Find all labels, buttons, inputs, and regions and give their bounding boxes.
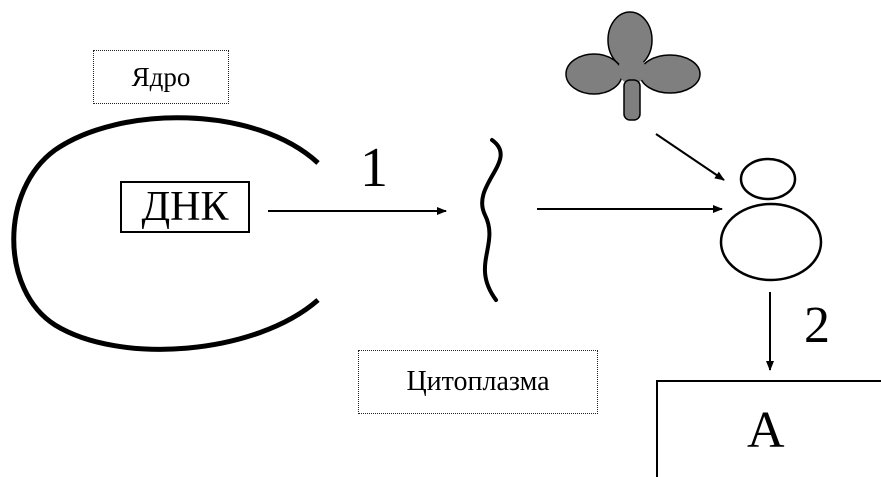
step-1-label: 1 [360,137,388,199]
nucleus-label-box: Ядро [93,50,229,104]
ribosome-icon [719,157,823,282]
result-label-a: А [747,402,785,459]
trna-to-ribosome-arrow [655,133,725,181]
dna-label: ДНК [141,184,229,230]
dna-label-box: ДНК [120,181,250,233]
nucleus-label: Ядро [131,61,191,92]
mrna-strand [480,138,503,302]
cytoplasm-label: Цитоплазма [406,366,550,397]
step-2-label: 2 [804,297,830,354]
cytoplasm-label-box: Цитоплазма [358,350,598,414]
trna-icon [565,11,701,121]
result-box [656,380,881,477]
nucleus-membrane [11,115,320,352]
